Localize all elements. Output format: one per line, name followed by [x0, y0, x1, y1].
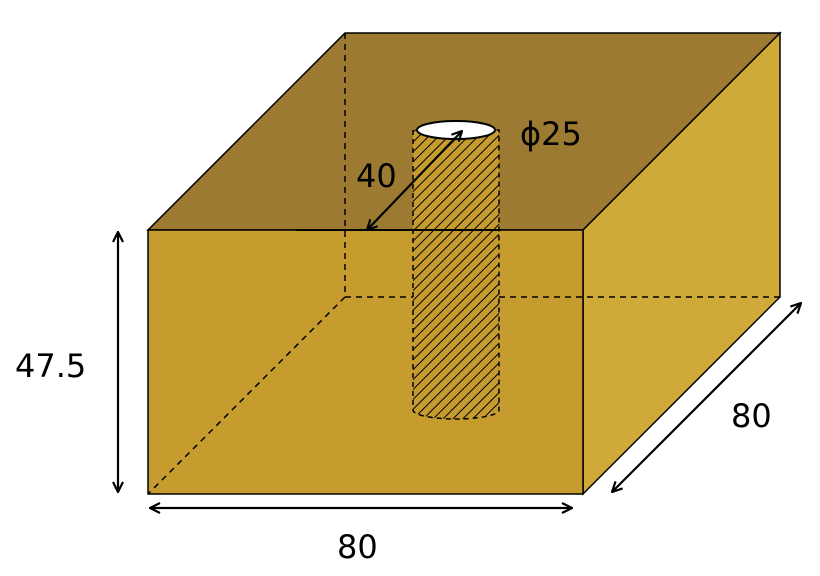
- hole-diameter-label: ϕ25: [520, 115, 582, 153]
- hole-hatched-body: [412, 129, 500, 420]
- hidden-edge-left-bottom: [147, 296, 346, 495]
- depth-label: 80: [731, 397, 772, 435]
- width-label: 80: [337, 528, 378, 566]
- hidden-edges: [147, 33, 780, 495]
- depth-dimension-arrow: [612, 303, 801, 492]
- hole-cylinder: [412, 120, 500, 420]
- offset-40-arrow: [367, 131, 462, 230]
- height-label: 47.5: [15, 347, 86, 385]
- block-front-face: [147, 229, 584, 495]
- hole-offset-label: 40: [356, 157, 397, 195]
